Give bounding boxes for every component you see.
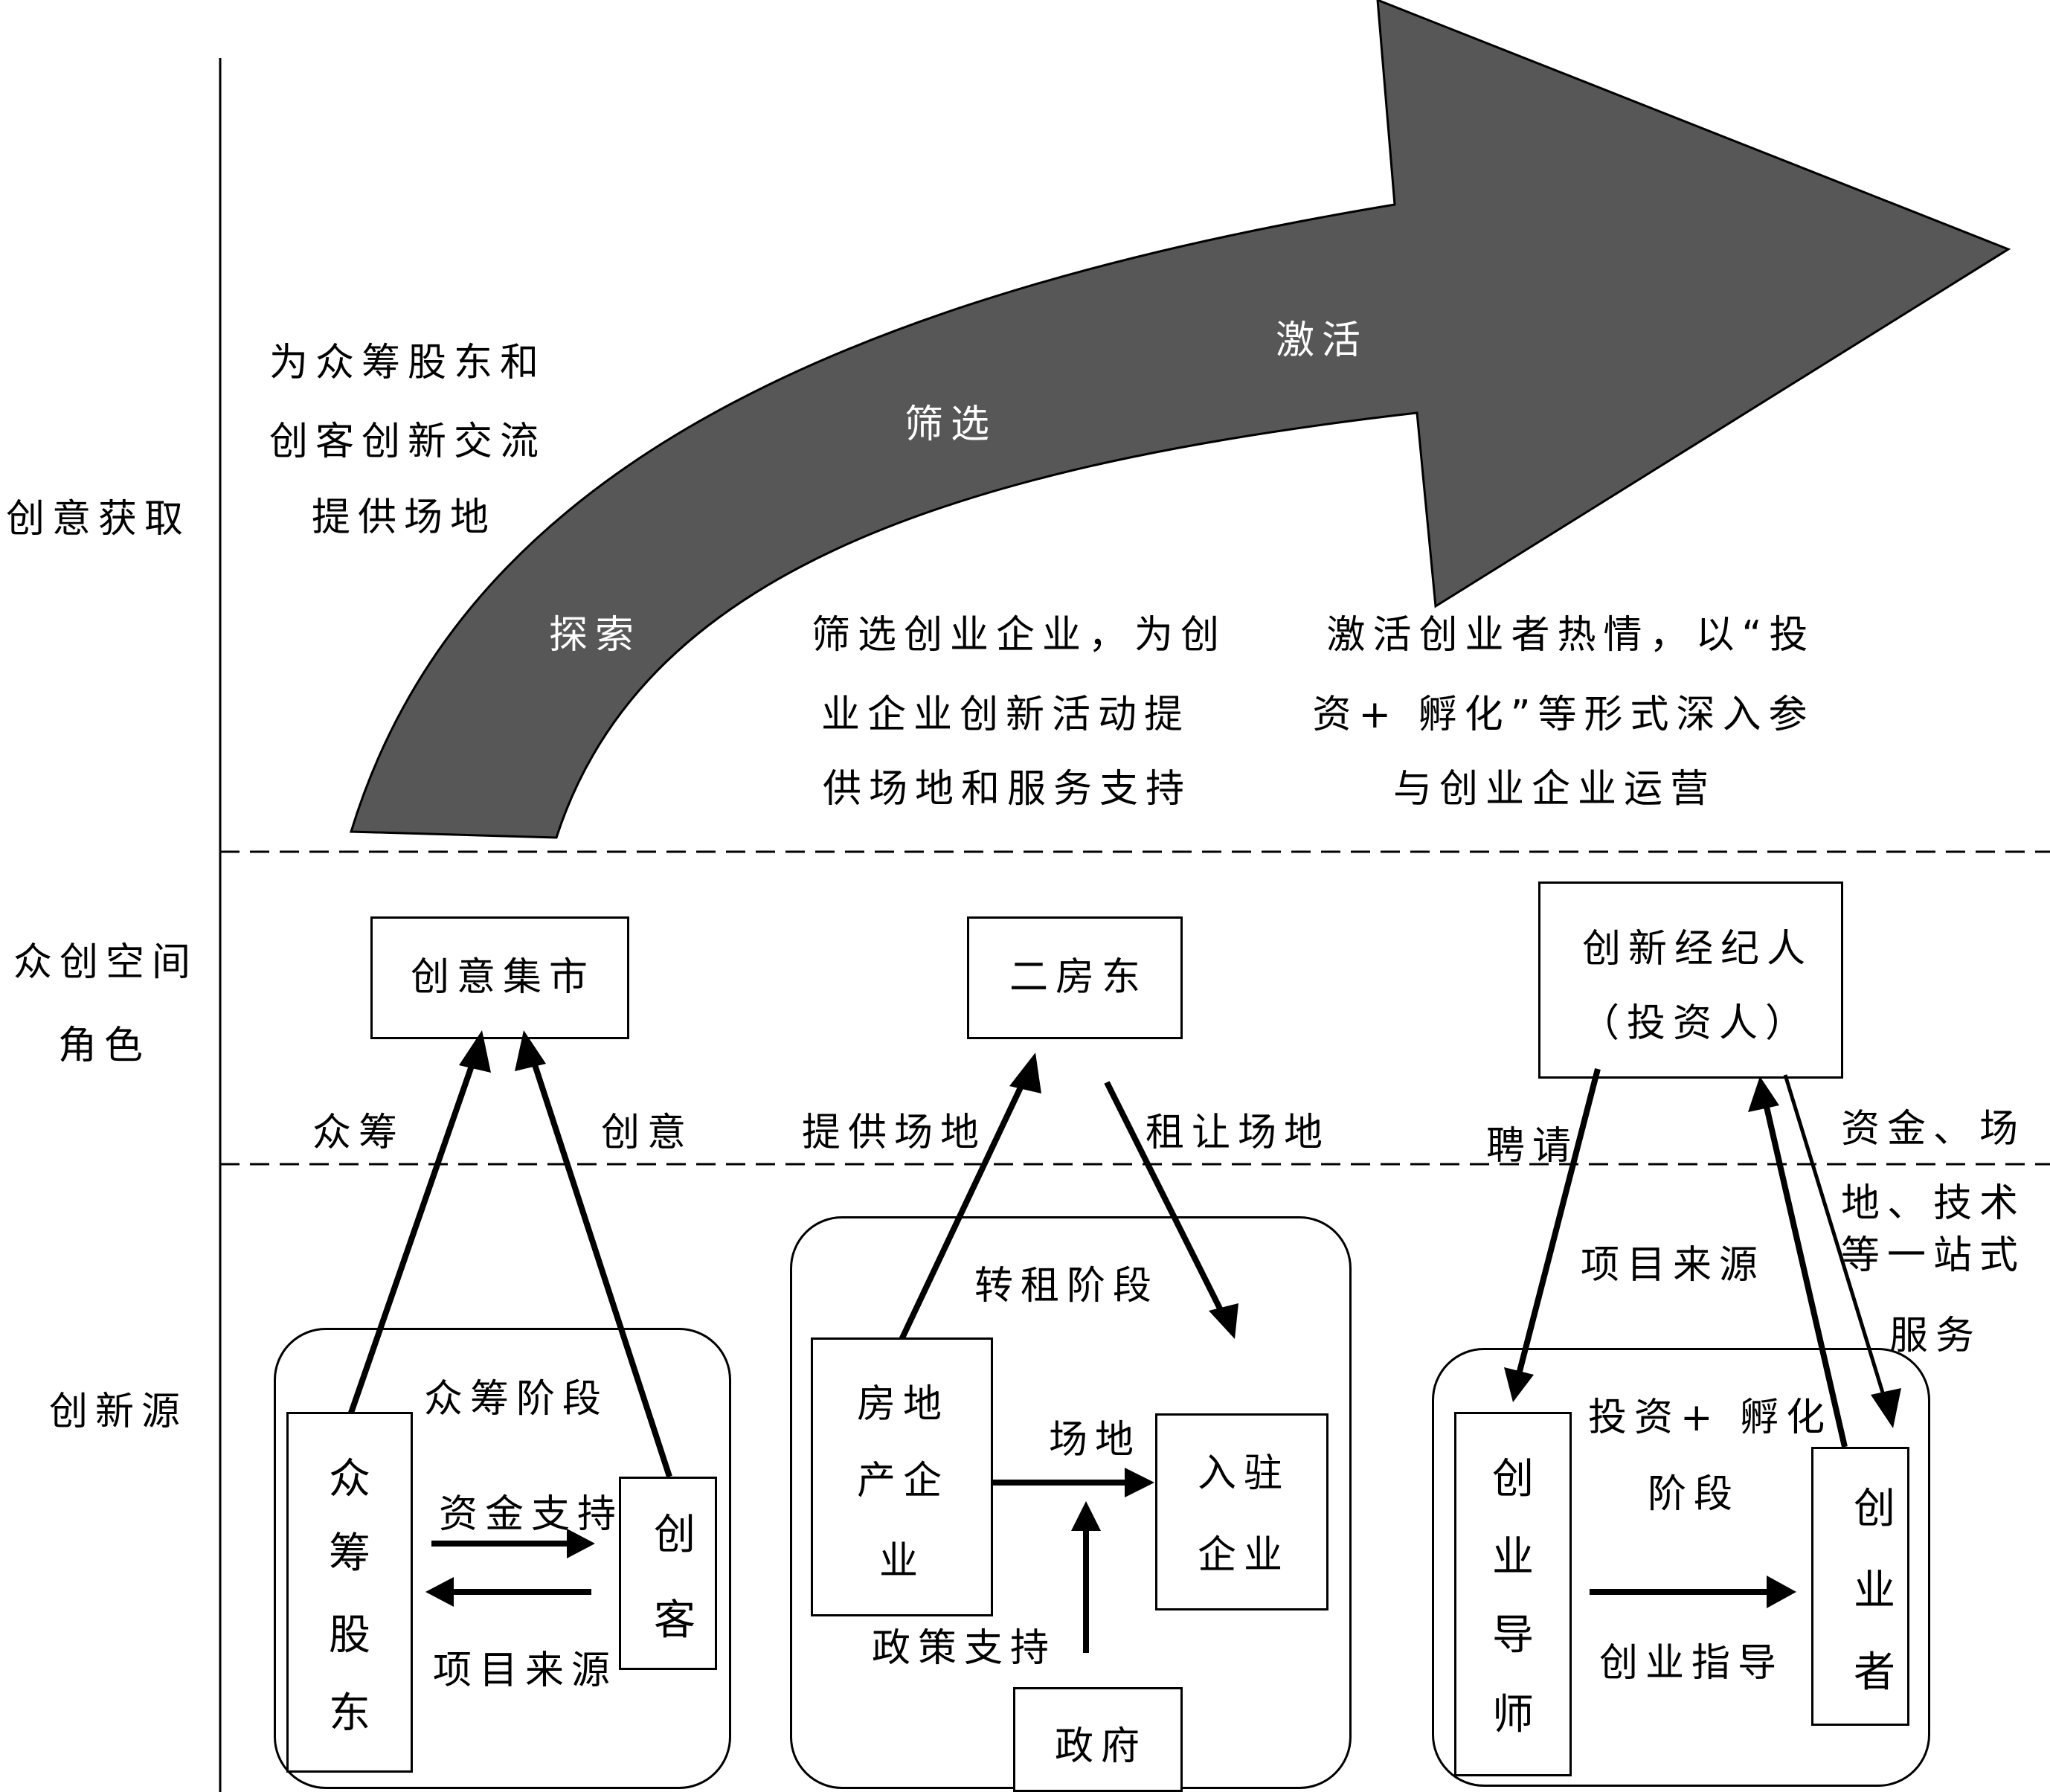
arrowhead-policy <box>1071 1501 1101 1531</box>
flow-services-line-2: 地、技术 <box>1841 1181 2026 1226</box>
group2-title: 转租阶段 <box>974 1264 1160 1308</box>
group-crowdfunding-stage <box>274 1328 731 1789</box>
flow-hire: 聘请 <box>1486 1124 1579 1169</box>
resident-firms-line-2: 企业 <box>1198 1533 1291 1578</box>
group-incubation-stage <box>1432 1348 1930 1787</box>
box-entrepreneur <box>1811 1447 1909 1726</box>
flow-services-line-1: 资金、场 <box>1841 1107 2026 1152</box>
desc-3-line-2: 资+ 孵化”等形式深入参 <box>1312 693 1815 737</box>
flow-project-source: 项目来源 <box>1581 1243 1766 1288</box>
shareholder-char-4: 东 <box>329 1689 370 1738</box>
arrowhead-idea <box>515 1030 546 1071</box>
real-estate-line-3: 业 <box>879 1539 926 1584</box>
role-broker-label-1: 创新经纪人 <box>1581 927 1813 972</box>
stage-activate: 激活 <box>1276 318 1369 363</box>
group1-title: 众筹阶段 <box>424 1377 609 1422</box>
flow-crowdfunding: 众筹 <box>312 1111 405 1155</box>
flow-idea: 创意 <box>601 1111 694 1155</box>
government-label: 政府 <box>1055 1724 1148 1769</box>
resident-firms-line-1: 入驻 <box>1198 1451 1291 1496</box>
arrowhead-project-source-3 <box>1748 1076 1779 1112</box>
desc-3-line-3: 与创业企业运营 <box>1392 767 1717 812</box>
arrowhead-project-source-1 <box>425 1577 454 1607</box>
label-fund-support: 资金支持 <box>439 1492 624 1537</box>
role-idea-market-label: 创意集市 <box>410 955 596 1000</box>
box-government <box>1013 1687 1183 1792</box>
role-box-idea-market <box>370 916 629 1039</box>
stage-explore: 探索 <box>549 613 642 658</box>
arrow-crowdfund-up <box>347 1047 481 1419</box>
arrowhead-provide-site <box>1009 1053 1041 1093</box>
role-box-innovation-broker <box>1538 881 1843 1079</box>
group3-title-2: 阶段 <box>1648 1472 1741 1517</box>
arrow-idea-up <box>527 1047 672 1478</box>
group3-title-1: 投资+ 孵化 <box>1588 1396 1833 1440</box>
box-crowdfund-shareholders <box>286 1412 413 1773</box>
shareholder-char-1: 众 <box>329 1455 370 1503</box>
row-label-space-role-2: 角色 <box>58 1024 151 1068</box>
shareholder-char-3: 股 <box>329 1611 370 1660</box>
label-policy-support: 政策支持 <box>872 1626 1057 1671</box>
box-real-estate <box>811 1337 993 1616</box>
desc-2-line-2: 业企业创新活动提 <box>820 693 1191 737</box>
mentor-char-3: 导 <box>1492 1611 1534 1660</box>
arrowhead-hire <box>1504 1367 1534 1402</box>
flow-services-line-4: 服务 <box>1889 1314 1982 1358</box>
flow-services-line-3: 等一站式 <box>1841 1233 2026 1278</box>
arrowhead-lease <box>1209 1303 1238 1339</box>
entrepreneur-char-3: 者 <box>1854 1648 1895 1697</box>
row-label-innovation-source: 创新源 <box>49 1390 188 1434</box>
arrow-lease-down <box>1104 1081 1229 1322</box>
desc-1-line-2: 创客创新交流 <box>269 420 547 464</box>
label-startup-guidance: 创业指导 <box>1599 1641 1784 1686</box>
arrowhead-fund-support <box>567 1529 595 1558</box>
arrow-hire-down <box>1514 1067 1601 1381</box>
entrepreneur-char-2: 业 <box>1854 1567 1895 1615</box>
desc-1-line-3: 提供场地 <box>311 495 497 540</box>
arrowhead-guidance <box>1767 1576 1796 1608</box>
real-estate-line-1: 房地 <box>857 1382 950 1427</box>
box-mentor <box>1454 1412 1572 1776</box>
big-curved-arrow <box>349 0 2011 839</box>
desc-1-line-1: 为众筹股东和 <box>269 341 547 385</box>
row-label-space-role-1: 众创空间 <box>13 940 199 985</box>
mentor-char-1: 创 <box>1492 1455 1534 1503</box>
desc-3-line-1: 激活创业者热情，以“投 <box>1326 613 1816 658</box>
arrow-project-source-3 <box>1761 1096 1848 1448</box>
maker-char-2: 客 <box>654 1596 695 1645</box>
flow-provide-site: 提供场地 <box>802 1111 987 1155</box>
label-site: 场地 <box>1049 1418 1142 1462</box>
flow-lease-site: 租让场地 <box>1146 1111 1331 1155</box>
desc-2-line-3: 供场地和服务支持 <box>822 767 1192 812</box>
role-sublandlord-label: 二房东 <box>1009 955 1148 1000</box>
box-resident-firms <box>1155 1413 1328 1610</box>
role-broker-label-2: （投资人） <box>1580 1001 1812 1046</box>
entrepreneur-char-1: 创 <box>1854 1485 1895 1533</box>
maker-char-1: 创 <box>654 1511 695 1559</box>
arrowhead-site <box>1125 1468 1154 1497</box>
role-box-sublandlord <box>967 916 1183 1039</box>
arrow-provide-site-up <box>897 1073 1029 1344</box>
desc-2-line-1: 筛选创业企业，为创 <box>811 613 1227 658</box>
shareholder-char-2: 筹 <box>329 1529 370 1578</box>
label-project-source-1: 项目来源 <box>433 1648 618 1693</box>
stage-screen: 筛选 <box>904 402 997 447</box>
mentor-char-4: 师 <box>1492 1691 1534 1739</box>
mentor-char-2: 业 <box>1492 1533 1534 1581</box>
arrowhead-crowdfund <box>459 1030 491 1073</box>
row-label-idea-acquisition: 创意获取 <box>6 497 191 542</box>
real-estate-line-2: 产企 <box>857 1459 950 1503</box>
arrow-services-down <box>1783 1074 1888 1403</box>
box-maker <box>619 1477 717 1670</box>
